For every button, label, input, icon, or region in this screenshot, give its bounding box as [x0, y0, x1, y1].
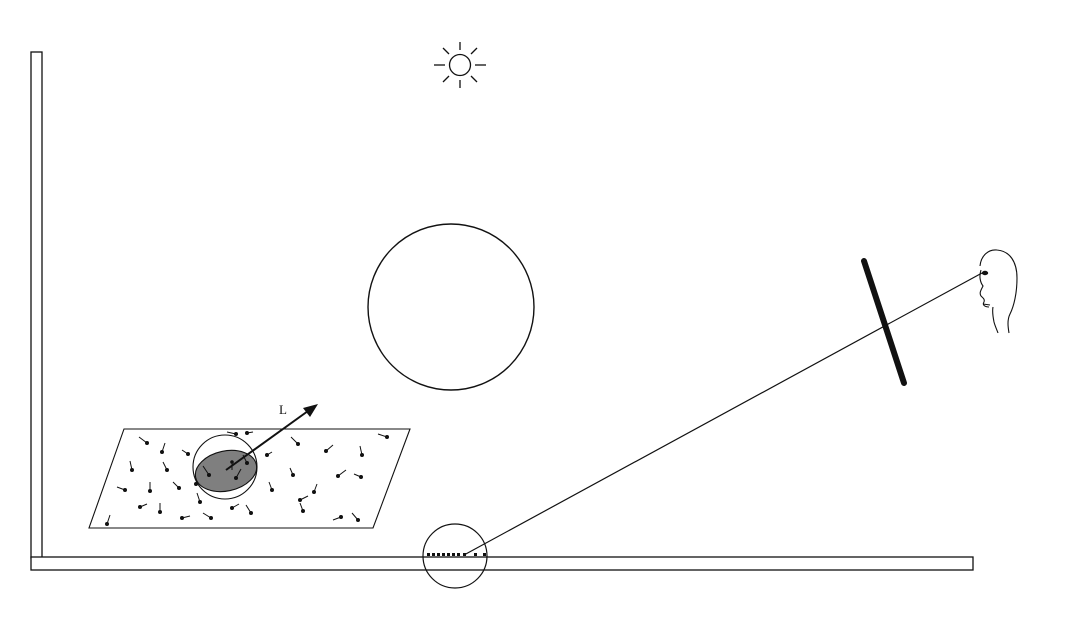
vector-L-arrow — [225, 404, 318, 471]
facet-needle — [129, 460, 133, 471]
facet-needle — [377, 433, 388, 438]
filter-bar — [861, 258, 907, 386]
facet-needle — [299, 502, 304, 512]
facet-needle — [266, 451, 273, 456]
vector-label: L — [279, 402, 287, 417]
vertical-wall — [30, 51, 43, 559]
facet-needle — [202, 512, 212, 519]
line-of-sight — [463, 272, 983, 556]
sphere — [367, 223, 535, 391]
facet-needle — [290, 436, 299, 445]
facet-needle — [359, 445, 363, 456]
human-head-icon — [979, 249, 1018, 334]
facet-needle — [162, 461, 168, 471]
sun-icon — [434, 42, 486, 88]
facet-needle — [332, 516, 342, 521]
facet-needle — [138, 436, 148, 444]
ellipse-facets — [202, 454, 249, 480]
floor-surface — [30, 556, 974, 571]
facet-needle — [299, 495, 309, 501]
floor-dots — [427, 553, 486, 556]
facet-needle — [172, 481, 180, 489]
facet-needle — [116, 486, 126, 491]
facet-needle — [106, 514, 111, 525]
facet-needle — [245, 504, 252, 514]
facet-needle — [337, 469, 347, 477]
facet-needle — [181, 449, 189, 455]
facet-needle — [231, 503, 240, 509]
facet-needle — [161, 442, 166, 453]
facet-needle — [313, 483, 318, 493]
microfacet-field — [105, 431, 389, 526]
floor-magnifier — [422, 523, 488, 589]
facet-needle — [196, 492, 201, 503]
facet-needle — [353, 473, 362, 478]
facet-needle — [268, 481, 273, 491]
facet-needle — [226, 431, 237, 435]
facet-needle — [289, 467, 294, 476]
facet-needle — [139, 503, 148, 508]
facet-needle — [246, 431, 254, 434]
shaded-region — [194, 449, 258, 493]
facet-needle — [181, 515, 191, 519]
facet-needle — [325, 444, 334, 452]
facet-needle — [351, 512, 359, 521]
